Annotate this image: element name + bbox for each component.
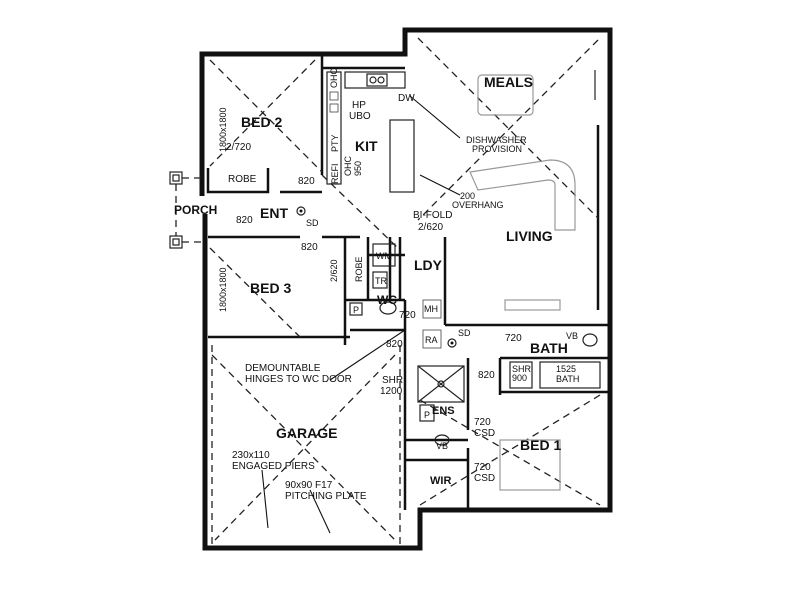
label-200: 200 <box>460 191 475 201</box>
roof-lines <box>209 37 601 545</box>
room-bed1: BED 1 <box>520 437 561 453</box>
label-csd1: CSD <box>474 428 495 439</box>
label-vb-bath: VB <box>566 331 578 341</box>
label-820-bed3: 820 <box>301 242 318 253</box>
label-overhang: OVERHANG <box>452 200 504 210</box>
label-bed3-window: 1800x1800 <box>218 267 228 312</box>
room-wir: WIR <box>430 475 451 487</box>
label-plate-size: 90x90 F17 <box>285 480 333 491</box>
label-robe-bed3: ROBE <box>354 256 364 282</box>
label-bath-tub: BATH <box>556 374 579 384</box>
room-wc: WC <box>377 293 397 307</box>
label-ohc-top: OHC <box>329 68 339 89</box>
label-robe-bed2: ROBE <box>228 174 257 185</box>
label-vb-ens: VB <box>436 441 448 451</box>
label-720-bath: 720 <box>505 333 522 344</box>
label-sd-hall: SD <box>458 328 471 338</box>
kitchen-fixtures <box>326 71 415 193</box>
label-720-wc: 720 <box>399 310 416 321</box>
label-csd2-num: 720 <box>474 462 491 473</box>
label-provision: PROVISION <box>472 144 522 154</box>
label-csd2: CSD <box>474 473 495 484</box>
label-shr: SHR <box>382 375 403 386</box>
label-piers-size: 230x110 <box>232 450 270 461</box>
room-ens: ENS <box>432 405 455 417</box>
smoke-detector-ent <box>296 206 306 216</box>
room-ldy: LDY <box>414 257 443 273</box>
label-950: 950 <box>353 161 363 176</box>
label-bed2-door: 2/720 <box>226 142 251 153</box>
room-meals: MEALS <box>484 74 533 90</box>
label-hinges: HINGES TO WC DOOR <box>245 374 352 385</box>
label-1525: 1525 <box>556 364 576 374</box>
living-furniture <box>469 74 576 491</box>
label-demountable: DEMOUNTABLE <box>245 363 321 374</box>
label-mh: MH <box>424 304 438 314</box>
label-820-bed1: 820 <box>478 370 495 381</box>
room-living: LIVING <box>506 228 553 244</box>
label-plate: PITCHING PLATE <box>285 491 367 502</box>
label-bifold-size: 2/620 <box>418 222 443 233</box>
label-ra: RA <box>425 335 438 345</box>
label-robe-door: 2/620 <box>329 259 339 282</box>
room-porch: PORCH <box>174 203 217 217</box>
label-p-ens: P <box>424 410 430 420</box>
room-kit: KIT <box>355 138 378 154</box>
label-ubo: UBO <box>349 111 371 122</box>
label-shr-bath: SHR <box>512 364 532 374</box>
wet-area-fixtures <box>349 243 601 446</box>
porch <box>169 171 205 249</box>
label-820-bed2: 820 <box>298 176 315 187</box>
label-hp: HP <box>352 100 366 111</box>
label-dishwasher: DISHWASHER <box>466 135 527 145</box>
room-bath: BATH <box>530 340 568 356</box>
interior-walls <box>206 54 610 510</box>
label-820-wc: 820 <box>386 339 403 350</box>
label-p-wc: P <box>353 305 359 315</box>
label-bed2-window: 1800x1800 <box>218 107 228 152</box>
smoke-detector-ent-dot <box>299 209 303 213</box>
smoke-detector-hall <box>447 338 457 348</box>
label-shr-1200: 1200 <box>380 386 403 397</box>
exterior-walls <box>199 27 613 551</box>
dimension-arrows <box>261 70 596 534</box>
label-dw: DW <box>398 93 415 104</box>
label-pty: PTY <box>330 134 340 152</box>
room-garage: GARAGE <box>276 425 337 441</box>
label-900: 900 <box>512 373 527 383</box>
label-piers: ENGAGED PIERS <box>232 461 315 472</box>
room-ent: ENT <box>260 205 288 221</box>
smoke-detector-hall-dot <box>450 341 454 345</box>
label-bifold: BI-FOLD <box>413 210 452 221</box>
label-wm: WM <box>376 251 392 261</box>
room-bed2: BED 2 <box>241 114 282 130</box>
label-820-porch: 820 <box>236 215 253 226</box>
label-tr: TR <box>375 276 387 286</box>
room-bed3: BED 3 <box>250 280 291 296</box>
label-sd-ent: SD <box>306 218 319 228</box>
label-csd1-num: 720 <box>474 417 491 428</box>
label-refi: REFI <box>330 163 340 184</box>
label-ohc-950: OHC <box>343 156 353 177</box>
